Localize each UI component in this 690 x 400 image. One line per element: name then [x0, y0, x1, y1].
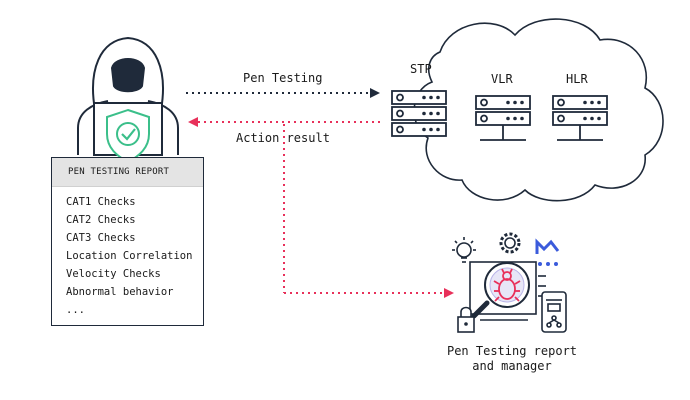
report-title: PEN TESTING REPORT [52, 158, 203, 187]
pen-testing-label: Pen Testing [243, 71, 323, 85]
network-cloud [413, 18, 664, 202]
pen-testing-arrow [186, 88, 380, 98]
bug-icon [493, 268, 521, 302]
lightbulb-icon [452, 237, 476, 263]
magnifier-icon [471, 262, 530, 319]
report-item-velocity: Velocity Checks [66, 268, 161, 280]
manager-link-arrow [283, 124, 454, 298]
stp-label: STP [410, 62, 432, 76]
manager-caption-line1: Pen Testing report [446, 344, 578, 358]
report-item-abnormal: Abnormal behavior [66, 286, 174, 298]
report-item-more: ... [66, 304, 85, 316]
report-item-cat1: CAT1 Checks [66, 196, 136, 208]
pen-testing-report: PEN TESTING REPORT CAT1 Checks CAT2 Chec… [51, 157, 204, 326]
hlr-server-icon [552, 95, 608, 141]
action-result-arrow [188, 117, 380, 127]
manager-caption: Pen Testing report and manager [432, 344, 592, 374]
vlr-server-icon [475, 95, 531, 141]
gear-icon [499, 232, 521, 254]
brand-logo-icon [535, 238, 560, 266]
phone-icon [541, 291, 567, 333]
vlr-label: VLR [491, 72, 513, 86]
lock-icon [457, 306, 475, 333]
report-item-cat2: CAT2 Checks [66, 214, 136, 226]
report-checks-list: CAT1 Checks CAT2 Checks CAT3 Checks Loca… [52, 187, 203, 319]
hlr-label: HLR [566, 72, 588, 86]
manager-caption-line2: and manager [472, 359, 552, 373]
action-result-label: Action result [236, 131, 330, 145]
report-item-cat3: CAT3 Checks [66, 232, 136, 244]
report-item-location: Location Correlation [66, 250, 193, 262]
stp-server-icon [391, 90, 447, 137]
